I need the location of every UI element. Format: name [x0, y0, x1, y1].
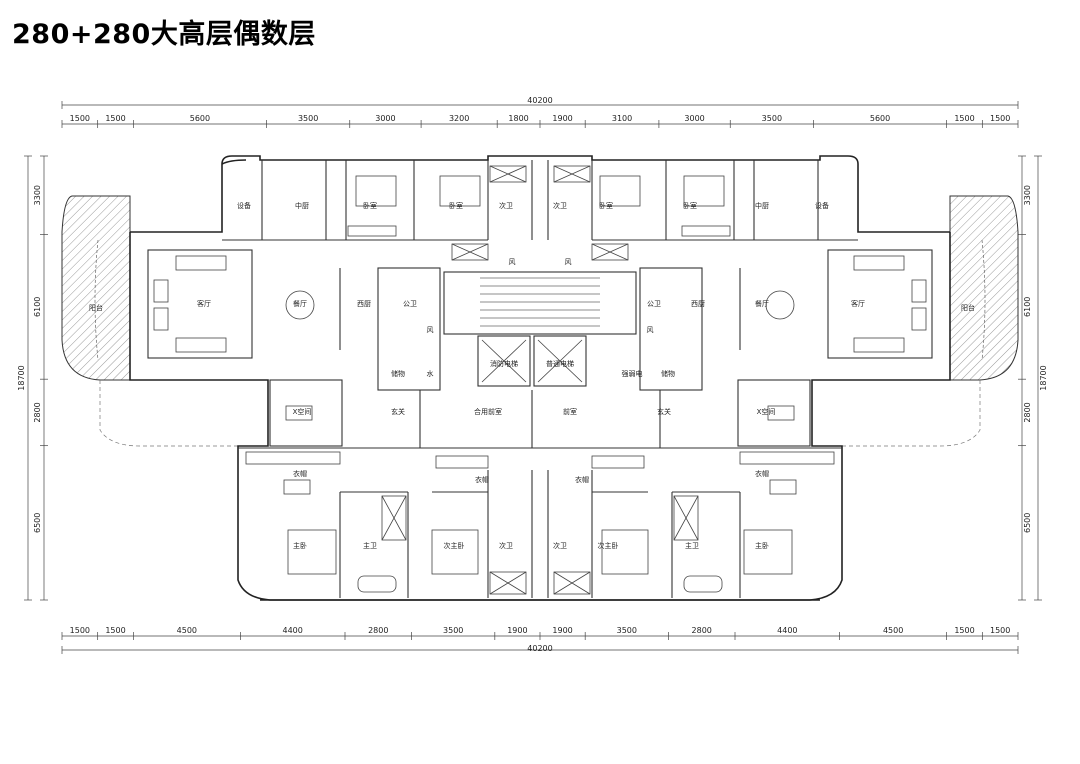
room-label-canting: 餐厅: [755, 299, 769, 308]
room-label-chuwu: 储物: [391, 369, 405, 378]
dim-bottom-8: 3500: [617, 626, 637, 635]
room-label-woshi: 卧室: [683, 201, 697, 210]
dim-bottom-0: 1500: [70, 626, 90, 635]
dim-right-total: 18700: [1039, 365, 1048, 390]
room-label-qiangruodian: 强弱电: [622, 369, 643, 378]
room-label-shui: 水: [427, 369, 434, 378]
room-label-cizhuwo: 次主卧: [444, 541, 465, 550]
dim-bottom-5: 3500: [443, 626, 463, 635]
room-label-yimao: 衣帽: [575, 475, 589, 484]
dim-bottom-9: 2800: [692, 626, 712, 635]
room-label-feng: 风: [427, 326, 434, 334]
dim-top-10: 3500: [762, 114, 782, 123]
room-label-woshi: 卧室: [363, 201, 377, 210]
room-label-ciwei: 次卫: [499, 541, 513, 550]
dim-top-13: 1500: [990, 114, 1010, 123]
dim-top-4: 3000: [375, 114, 395, 123]
dim-top-5: 3200: [449, 114, 469, 123]
room-label-keting: 客厅: [851, 299, 865, 308]
dim-right-1: 6100: [1023, 297, 1032, 317]
room-label-xuanguan: 玄关: [657, 407, 671, 416]
room-label-cizhuwo: 次主卧: [598, 541, 619, 550]
room-label-x_kongjian: X空间: [293, 407, 312, 416]
dim-top-7: 1900: [552, 114, 572, 123]
dim-bottom-total: 40200: [527, 644, 552, 653]
dim-bottom-11: 4500: [883, 626, 903, 635]
room-label-xichu: 西厨: [691, 300, 705, 308]
room-label-x_kongjian: X空间: [757, 407, 776, 416]
dim-top-1: 1500: [105, 114, 125, 123]
dim-bottom-4: 2800: [368, 626, 388, 635]
dim-top-6: 1800: [508, 114, 528, 123]
room-label-woshi: 卧室: [599, 201, 613, 210]
dim-top-8: 3100: [612, 114, 632, 123]
room-label-zhuwo: 主卧: [293, 541, 307, 550]
room-label-xiaofang_dianti: 消防电梯: [490, 359, 518, 368]
room-label-zhuwei: 主卫: [363, 541, 377, 550]
room-label-ciwei: 次卫: [553, 201, 567, 210]
dim-left-2: 2800: [33, 402, 42, 422]
room-label-woshi: 卧室: [449, 201, 463, 210]
room-label-feng: 风: [565, 258, 572, 266]
dim-right-3: 6500: [1023, 513, 1032, 533]
dim-bottom-3: 4400: [282, 626, 302, 635]
building-outline: [129, 155, 951, 601]
room-label-gongwei: 公卫: [647, 300, 661, 308]
dim-right-0: 3300: [1023, 185, 1032, 205]
room-label-yimao: 衣帽: [293, 469, 307, 478]
dim-top-3: 3500: [298, 114, 318, 123]
room-label-xuanguan: 玄关: [391, 407, 405, 416]
room-label-qianshi: 前室: [563, 407, 577, 416]
dim-bottom-2: 4500: [177, 626, 197, 635]
dim-top-total: 40200: [527, 96, 552, 105]
dim-top-9: 3000: [684, 114, 704, 123]
room-label-yangtai: 阳台: [961, 303, 975, 312]
dim-left-total: 18700: [17, 365, 26, 390]
dim-top-11: 5600: [870, 114, 890, 123]
room-label-shebei: 设备: [237, 201, 251, 210]
dim-bottom-10: 4400: [777, 626, 797, 635]
dim-bottom-1: 1500: [105, 626, 125, 635]
room-label-yimao: 衣帽: [475, 475, 489, 484]
room-label-xichu: 西厨: [357, 300, 371, 308]
room-label-shebei: 设备: [815, 201, 829, 210]
room-label-ciwei: 次卫: [553, 541, 567, 550]
room-label-feng: 风: [647, 326, 654, 334]
room-label-zhongchu: 中厨: [295, 201, 309, 210]
dim-bottom-7: 1900: [552, 626, 572, 635]
room-label-gongwei: 公卫: [403, 300, 417, 308]
dim-left-0: 3300: [33, 185, 42, 205]
dim-bottom-13: 1500: [990, 626, 1010, 635]
balcony-left: [61, 195, 131, 381]
room-label-feng: 风: [509, 258, 516, 266]
room-label-ciwei: 次卫: [499, 201, 513, 210]
room-label-yangtai: 阳台: [89, 303, 103, 312]
dim-top-12: 1500: [954, 114, 974, 123]
room-label-zhongchu: 中厨: [755, 201, 769, 210]
interior-walls: [147, 160, 933, 598]
dim-right-2: 2800: [1023, 402, 1032, 422]
dim-bottom-12: 1500: [954, 626, 974, 635]
dim-left-1: 6100: [33, 297, 42, 317]
room-label-yimao: 衣帽: [755, 469, 769, 478]
room-label-canting: 餐厅: [293, 299, 307, 308]
room-label-zhuwo: 主卧: [755, 541, 769, 550]
room-label-keting: 客厅: [197, 299, 211, 308]
dim-bottom-6: 1900: [507, 626, 527, 635]
dim-top-2: 5600: [190, 114, 210, 123]
sheet-title: 280+280大高层偶数层: [12, 19, 316, 50]
room-label-putong_dianti: 普通电梯: [546, 359, 574, 368]
balcony-right: [949, 195, 1019, 381]
dim-left-3: 6500: [33, 513, 42, 533]
fixtures: [153, 165, 927, 595]
dim-top-0: 1500: [70, 114, 90, 123]
room-label-heyong_qianshi: 合用前室: [474, 407, 502, 416]
room-label-zhuwei: 主卫: [685, 541, 699, 550]
room-label-chuwu: 储物: [661, 369, 675, 378]
